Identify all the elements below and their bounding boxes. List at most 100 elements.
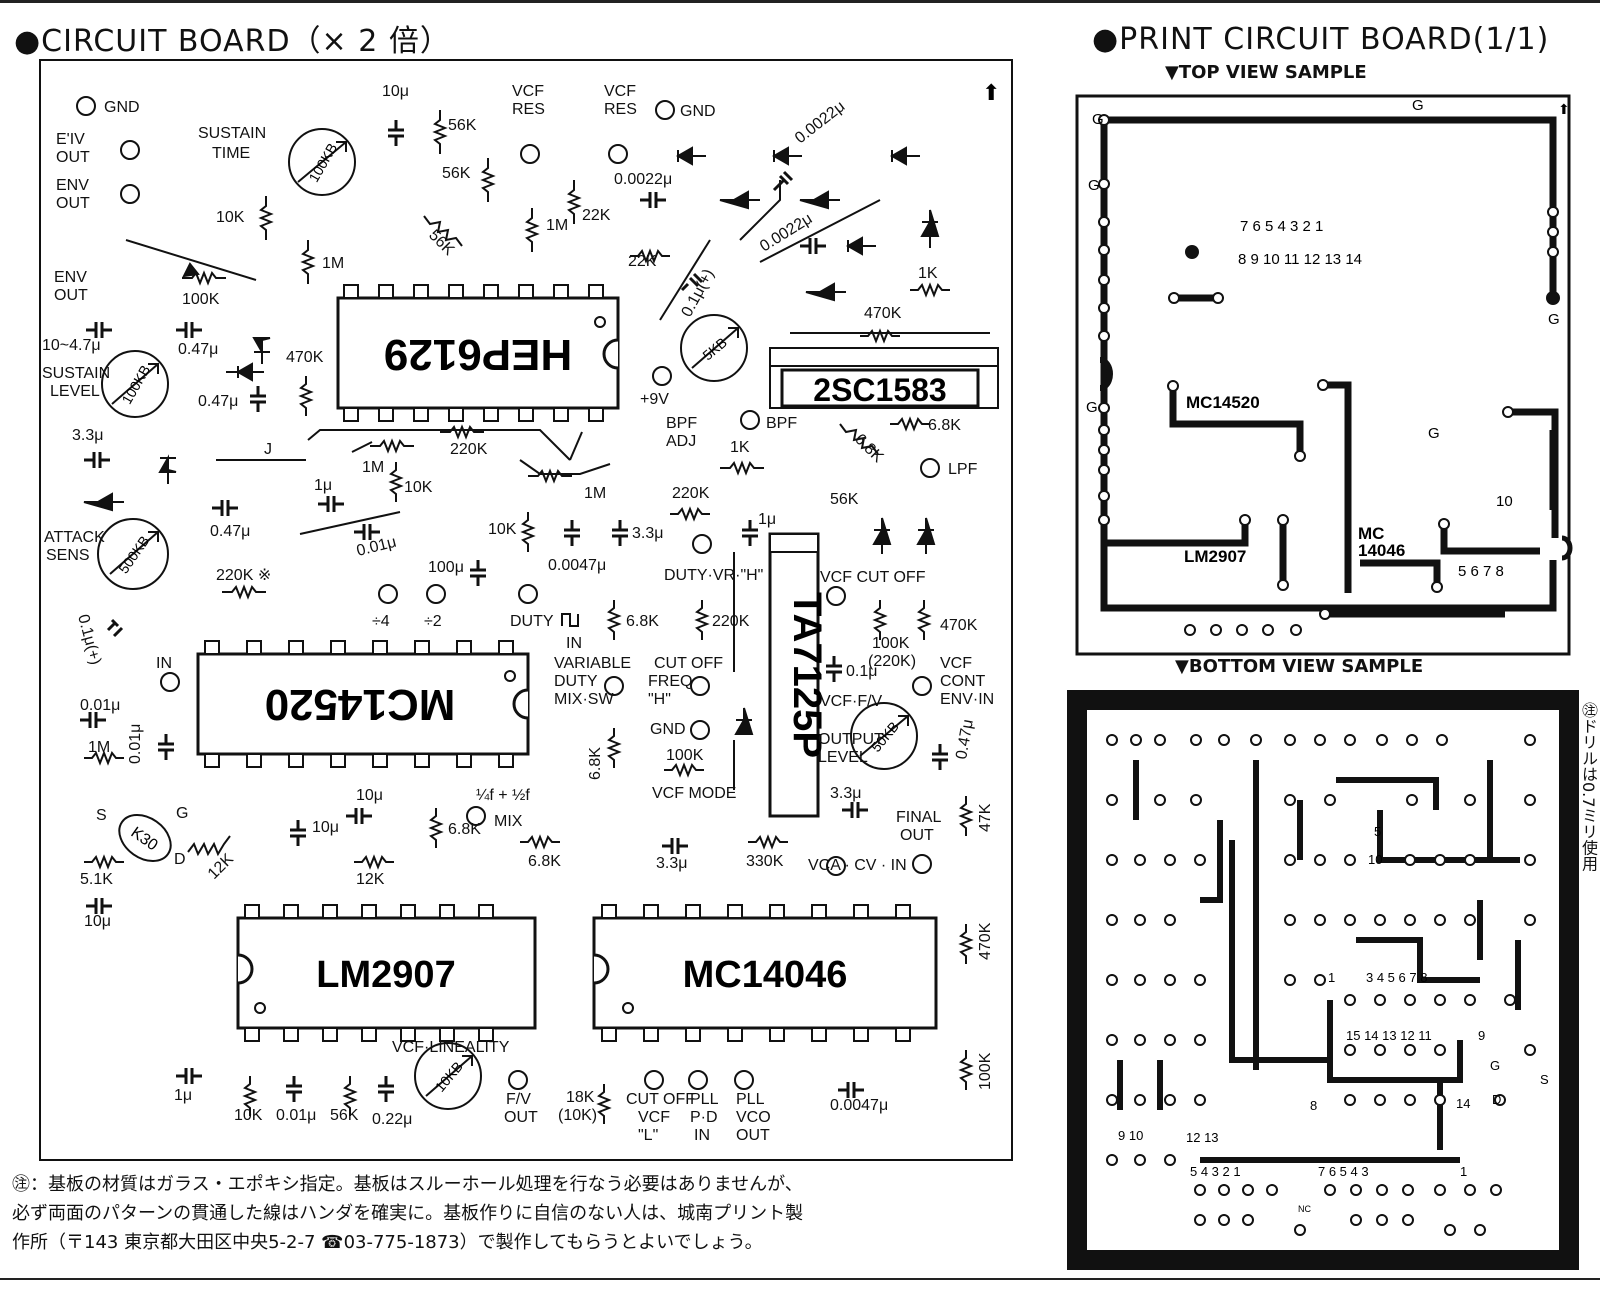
svg-text:6.8K: 6.8K [626,613,659,630]
svg-text:56K: 56K [425,227,457,259]
svg-text:15 14 13 12 11: 15 14 13 12 11 [1346,1028,1432,1043]
svg-text:⬆: ⬆ [1558,101,1570,117]
svg-text:0.0022μ: 0.0022μ [614,171,672,188]
svg-text:6.8K: 6.8K [448,821,481,838]
up-arrow-icon: ⬆ [982,80,1000,105]
vcf-res-label-2: VCF [604,83,636,100]
svg-text:100K: 100K [182,291,220,308]
svg-text:9: 9 [1478,1028,1485,1043]
svg-text:VCF: VCF [638,1109,670,1126]
svg-text:MC14520: MC14520 [1186,393,1260,412]
bottom-rule [0,1278,1600,1280]
svg-text:100K: 100K [977,1052,994,1090]
svg-text:G: G [176,805,188,822]
chip-mc14520: MC14520 [196,640,530,768]
svg-text:14046: 14046 [1358,541,1405,560]
pot-500kb-label: 500KB [115,533,152,577]
svg-text:18K: 18K [566,1089,595,1106]
svg-text:470K: 470K [940,617,978,634]
svg-text:RES: RES [512,101,545,118]
svg-text:0.47μ: 0.47μ [198,393,238,410]
pulse-icon [561,613,579,627]
svg-text:(10K): (10K) [558,1107,597,1124]
svg-text:IN: IN [566,635,582,652]
svg-text:10K: 10K [404,479,433,496]
svg-text:1M: 1M [546,217,568,234]
svg-text:3 4 5 6 7 8: 3 4 5 6 7 8 [1366,970,1427,985]
svg-text:G: G [1548,311,1560,328]
svg-text:OUT: OUT [56,149,90,166]
svg-text:¼f + ½f: ¼f + ½f [476,787,530,804]
resistors-and-wires [84,110,974,1124]
svg-text:DUTY: DUTY [510,613,554,630]
svg-text:"L": "L" [638,1127,658,1144]
svg-text:0.0022μ: 0.0022μ [792,98,848,147]
svg-text:220K: 220K [672,485,710,502]
svg-text:22K: 22K [628,253,657,270]
svg-text:D: D [1492,1092,1501,1107]
svg-text:G: G [1412,97,1424,114]
svg-text:1μ: 1μ [174,1087,192,1104]
svg-text:1K: 1K [918,265,938,282]
svg-text:1M: 1M [362,459,384,476]
svg-text:1M: 1M [88,739,110,756]
svg-text:MIX·SW: MIX·SW [554,691,614,708]
svg-text:220K ※: 220K ※ [216,567,271,584]
lm2907-label: LM2907 [316,954,455,996]
svg-text:CUT OFF: CUT OFF [626,1091,695,1108]
env-out-label-3: ENV [54,269,87,286]
svg-text:OUTPUT: OUTPUT [818,731,884,748]
svg-text:VCO: VCO [736,1109,771,1126]
svg-text:GND: GND [680,103,716,120]
svg-text:12 13: 12 13 [1186,1130,1219,1145]
connection-pads [76,96,940,1090]
svg-text:D: D [174,851,186,868]
env-out-label-2: ENV [56,177,89,194]
svg-text:10μ: 10μ [356,787,383,804]
svg-text:DUTY·VR·"H": DUTY·VR·"H" [664,567,763,584]
svg-text:22K: 22K [582,207,611,224]
pot-10kb-label: 10KB [432,1058,466,1095]
vcf-res-label-1: VCF [512,83,544,100]
svg-text:BPF: BPF [666,415,697,432]
svg-text:IN: IN [694,1127,710,1144]
svg-text:0.01μ: 0.01μ [355,534,398,560]
drill-side-note: ㊟ドリルは0.7ミリ使用 [1579,702,1598,872]
svg-text:10~4.7μ: 10~4.7μ [42,337,101,354]
svg-text:1: 1 [1460,1164,1467,1179]
svg-text:PLL: PLL [736,1091,765,1108]
pot-sustain-level-label: 100KB [118,362,153,406]
circuit-board-title: ●CIRCUIT BOARD（× 2 倍） [14,24,451,59]
svg-text:3.3μ: 3.3μ [830,785,861,802]
svg-text:G: G [1490,1058,1500,1073]
svg-text:0.1μ: 0.1μ [846,663,877,680]
svg-text:VARIABLE: VARIABLE [554,655,631,672]
svg-text:0.47μ: 0.47μ [210,523,250,540]
footnote: ㊟：基板の材質はガラス・エポキシ指定。基板はスルーホール処理を行なう必要はありま… [12,1170,1032,1257]
svg-text:+9V: +9V [640,391,669,408]
svg-text:56K: 56K [330,1107,359,1124]
svg-text:0.47μ: 0.47μ [953,718,977,761]
svg-text:0.01μ: 0.01μ [276,1107,316,1124]
svg-text:330K: 330K [746,853,784,870]
svg-text:CUT OFF: CUT OFF [654,655,723,672]
diode-icons [83,146,940,735]
svg-text:12K: 12K [205,850,237,882]
svg-text:S: S [1540,1072,1549,1087]
fet-k30: K30 [118,814,172,862]
svg-text:3.3μ: 3.3μ [656,855,687,872]
svg-text:1μ: 1μ [314,477,332,494]
svg-text:1: 1 [1328,970,1335,985]
svg-text:F/V: F/V [506,1091,531,1108]
svg-text:10: 10 [1368,852,1382,867]
footnote-line-1: ㊟：基板の材質はガラス・エポキシ指定。基板はスルーホール処理を行なう必要はありま… [12,1174,803,1195]
chip-lm2907: LM2907 [236,904,537,1042]
svg-text:10K: 10K [234,1107,263,1124]
svg-text:0.22μ: 0.22μ [372,1111,412,1128]
svg-text:12K: 12K [356,871,385,888]
svg-text:100K: 100K [872,635,910,652]
svg-text:470K: 470K [286,349,324,366]
svg-text:(220K): (220K) [868,653,916,670]
svg-text:220K: 220K [712,613,750,630]
